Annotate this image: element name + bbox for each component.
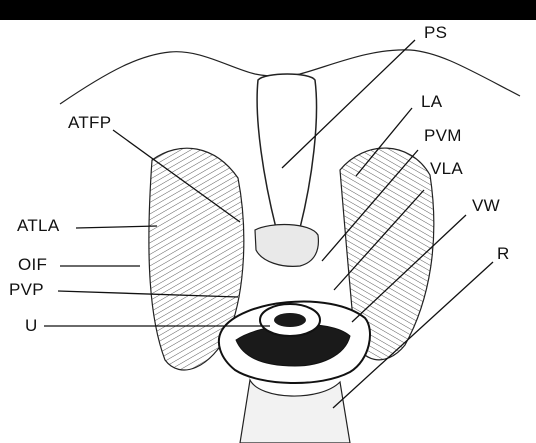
label-u: U xyxy=(25,317,38,334)
label-atfp: ATFP xyxy=(68,114,111,131)
label-r: R xyxy=(497,245,510,262)
label-oif: OIF xyxy=(18,256,47,273)
atla-leader xyxy=(76,226,157,228)
label-pvm: PVM xyxy=(424,127,462,144)
urethra-region xyxy=(255,225,318,267)
label-pvp: PVP xyxy=(9,281,44,298)
label-atla: ATLA xyxy=(17,217,59,234)
label-ps: PS xyxy=(424,24,447,41)
label-vla: VLA xyxy=(430,160,463,177)
label-vw: VW xyxy=(472,197,500,214)
pubic-symphysis xyxy=(257,74,316,234)
label-la: LA xyxy=(421,93,442,110)
rectum xyxy=(240,380,350,443)
urethral-lumen xyxy=(274,313,306,327)
